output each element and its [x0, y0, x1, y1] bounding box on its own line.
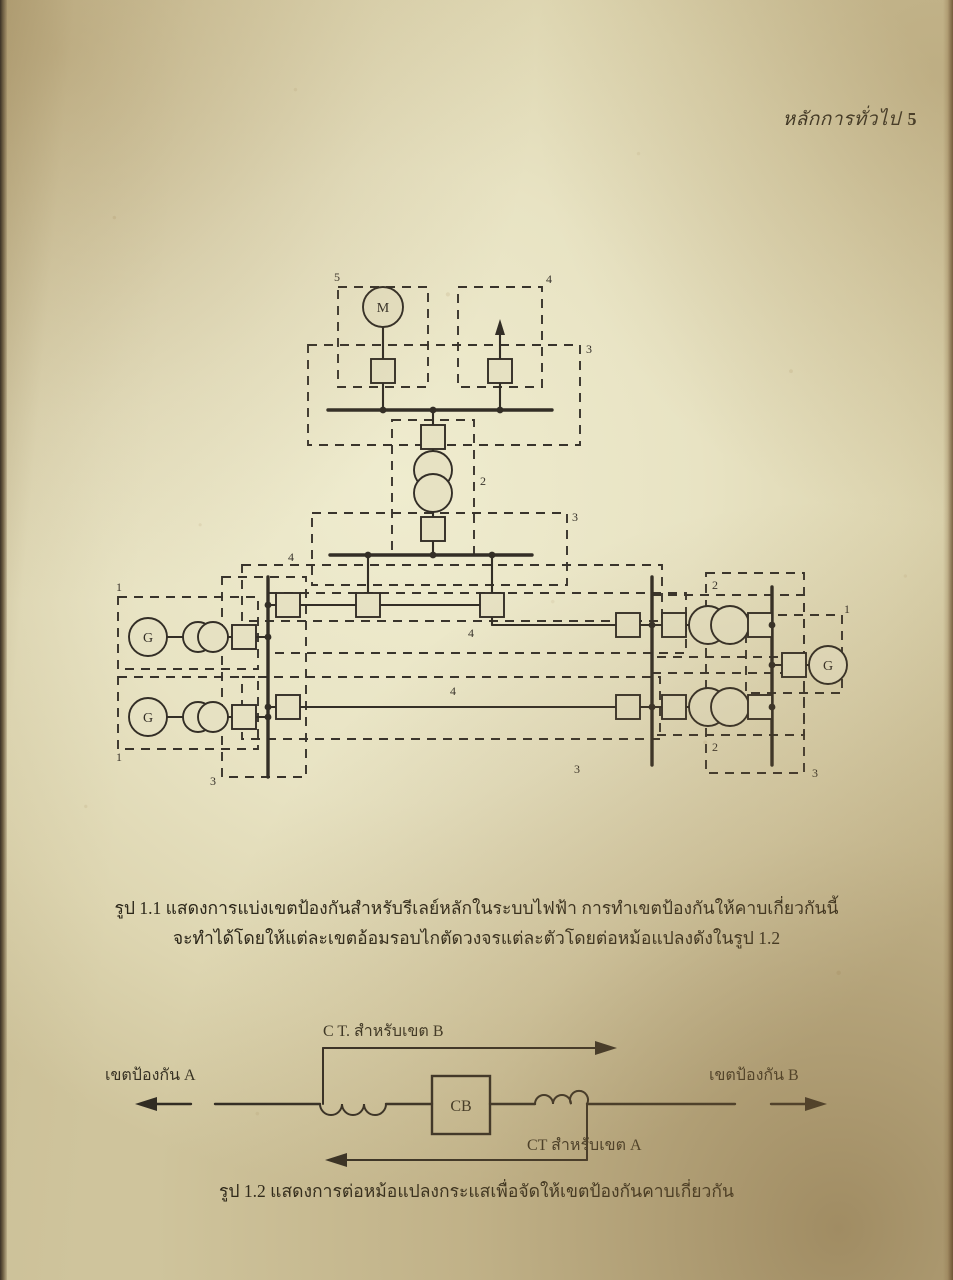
figure-1-1-caption: รูป 1.1 แสดงการแบ่งเขตป้องกันสำหรับรีเลย…	[0, 893, 953, 953]
page-number: 5	[907, 109, 917, 129]
running-head-title: หลักการทั่วไป	[782, 109, 901, 130]
figure-1-1-caption-line-2: จะทำได้โดยให้แต่ละเขตอ้อมรอบไกตัดวงจรแต่…	[172, 928, 781, 948]
figure-1-1-caption-line-1: รูป 1.1 แสดงการแบ่งเขตป้องกันสำหรับรีเลย…	[114, 898, 839, 918]
figure-1-2-caption: รูป 1.2 แสดงการต่อหม้อแปลงกระแสเพื่อจัดใ…	[0, 1176, 953, 1206]
figure-1-2-caption-line: รูป 1.2 แสดงการต่อหม้อแปลงกระแสเพื่อจัดใ…	[219, 1181, 734, 1201]
running-head: หลักการทั่วไป 5	[783, 104, 917, 134]
